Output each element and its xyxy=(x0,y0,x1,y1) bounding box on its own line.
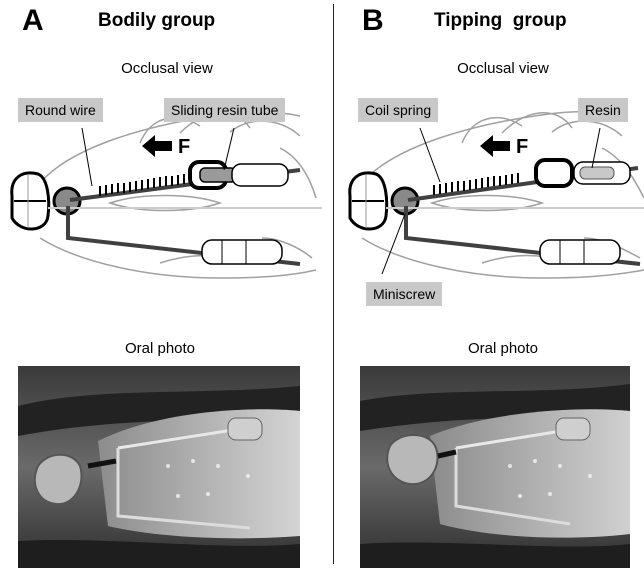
lower-molars xyxy=(202,240,282,264)
callout-coil-spring: Coil spring xyxy=(358,98,438,122)
incisors xyxy=(350,173,387,229)
callout-sliding-resin-tube: Sliding resin tube xyxy=(164,98,285,122)
leader-coil-spring xyxy=(420,128,440,182)
upper-molars xyxy=(536,160,630,186)
leader-miniscrew xyxy=(382,214,405,274)
force-label: F xyxy=(516,136,528,159)
leader-resin-tube xyxy=(224,128,234,170)
resin-block xyxy=(580,167,614,179)
group-title: Tipping group xyxy=(434,10,567,32)
callout-round-wire: Round wire xyxy=(18,98,103,122)
panel-a-bodily-group: A Bodily group Occlusal view xyxy=(0,0,322,569)
group-title: Bodily group xyxy=(98,10,215,32)
panel-letter: A xyxy=(22,4,44,38)
force-label: F xyxy=(178,136,190,159)
force-arrow-icon xyxy=(480,135,510,157)
panel-letter: B xyxy=(362,4,384,38)
oral-photo xyxy=(360,366,630,568)
oral-photo xyxy=(18,366,300,568)
sliding-resin-tube xyxy=(200,168,236,182)
leader-round-wire xyxy=(82,128,92,186)
occlusal-view-label: Occlusal view xyxy=(67,60,267,77)
callout-resin: Resin xyxy=(578,98,628,122)
coil-spring xyxy=(100,174,184,196)
panel-b-tipping-group: B Tipping group Occlusal view xyxy=(322,0,644,569)
oral-photo-label: Oral photo xyxy=(60,340,260,357)
occlusal-view-label: Occlusal view xyxy=(403,60,603,77)
force-arrow-icon xyxy=(142,135,172,157)
lower-molars xyxy=(540,240,620,264)
incisors xyxy=(12,173,49,229)
callout-miniscrew: Miniscrew xyxy=(366,282,442,306)
upper-molars xyxy=(190,162,288,188)
oral-photo-label: Oral photo xyxy=(403,340,603,357)
